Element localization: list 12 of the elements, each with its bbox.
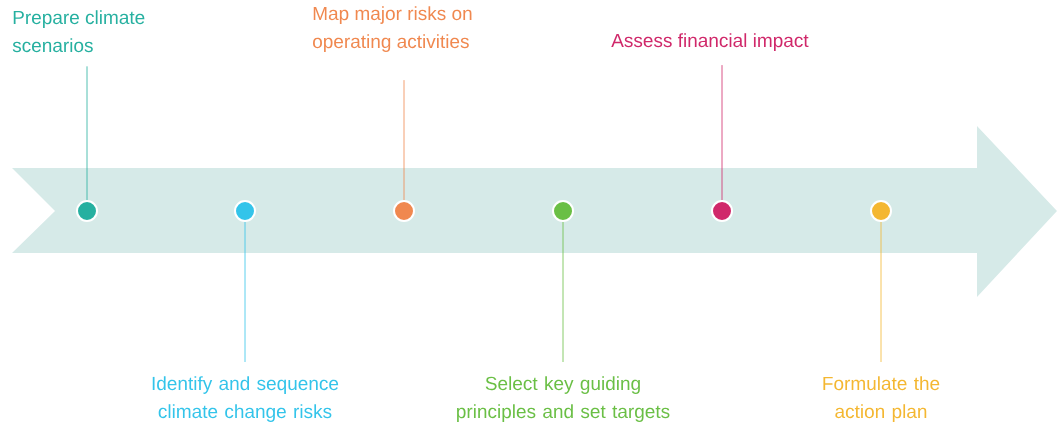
leader-line <box>562 221 564 363</box>
step-label: Select key guiding principles and set targets <box>457 376 670 422</box>
step-label: Map major risks on operating activities <box>313 6 472 52</box>
leader-line <box>403 79 405 201</box>
leader-line <box>244 221 246 363</box>
step-label: Prepare climate scenarios <box>12 10 145 53</box>
leader-line <box>721 64 723 201</box>
step-label: Assess financial impact <box>611 33 809 51</box>
step-label: Formulate the action plan <box>823 376 940 422</box>
leader-line <box>86 65 88 201</box>
step-label: Identify and sequence climate change risks <box>152 376 339 422</box>
leader-line <box>880 221 882 363</box>
